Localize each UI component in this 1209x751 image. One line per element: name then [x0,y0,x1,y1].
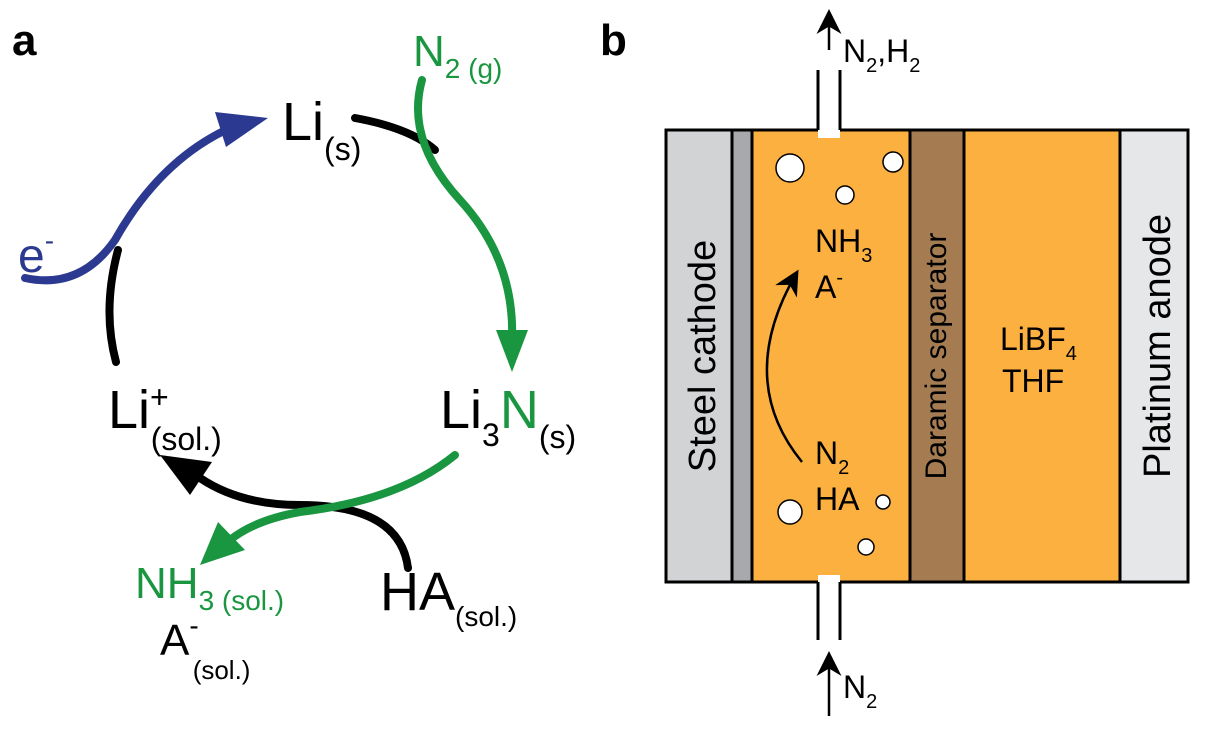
catholyte-a-minus-label: A- [815,267,843,305]
bubble [875,494,891,510]
gas-outlet-label: N2,H2 [843,33,920,77]
cycle-arc-liion-to-li-black [105,246,122,366]
electron-to-li-arrow [21,124,234,285]
nh3-label: NH3 (sol.) [135,559,284,616]
n2-gas-label: N2 (g) [413,27,502,84]
n2-to-li3n-arrow [414,76,517,344]
platinum-anode-label: Platinum anode [1137,214,1179,478]
gas-inlet-gap [818,575,840,589]
anolyte-solvent-label: THF [1002,363,1064,399]
ha-to-liion-arrow [196,474,412,572]
electron-to-li-arrowhead [215,112,268,147]
panel-b: b Steel cathode Daramic separator Platin… [600,9,1190,716]
cycle-arc-li-to-li3n-black [351,114,439,154]
li3n-to-nh3-arrowhead [200,522,245,565]
reaction-arrow [765,269,803,463]
bubble [777,499,803,525]
cathode-backing-layer [730,128,754,584]
bubble [775,153,805,183]
panel-a-label: a [12,16,37,65]
catholyte-ha-label: HA [815,481,860,517]
li-ion-label: Li+(sol.) [108,379,222,457]
li-solid-label: Li(s) [282,92,361,167]
a-minus-label: A-(sol.) [160,610,250,685]
platinum-anode-layer [1118,128,1190,584]
bubble [835,185,855,205]
panel-b-label: b [600,16,627,65]
anolyte-salt-label: LiBF4 [1000,321,1077,365]
li3n-label: Li3N(s) [440,380,576,455]
catholyte-n2-label: N2 [815,435,849,479]
n2-to-li3n-arrowhead [496,330,528,372]
steel-cathode-label: Steel cathode [682,240,724,472]
electron-label: e- [18,225,54,283]
catholyte-nh3-label: NH3 [815,223,872,267]
panel-a: a Li(s) N2 (g) Li3N(s) Li+(sol.) e- [12,16,576,685]
daramic-separator-layer [908,128,966,584]
anolyte-chamber [962,128,1122,584]
ha-to-liion-arrowhead [160,455,212,495]
bubble [882,151,904,173]
gas-outlet-gap [818,124,840,138]
ha-label: HA(sol.) [380,562,517,632]
bubble [857,538,875,556]
gas-inlet-label: N2 [843,669,877,713]
daramic-separator-label: Daramic separator [920,233,953,480]
li3n-to-nh3-arrow [226,451,459,544]
